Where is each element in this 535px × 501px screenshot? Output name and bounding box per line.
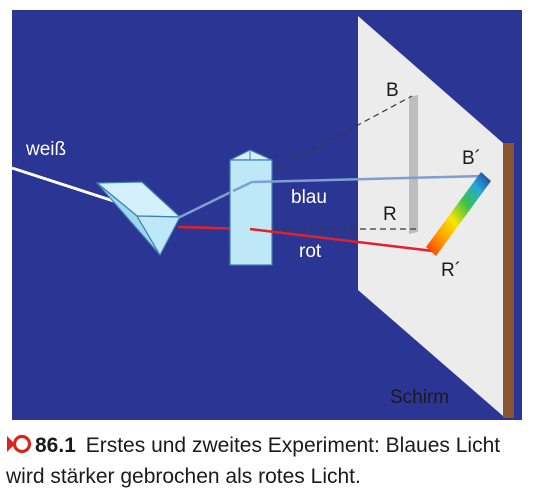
blue-ray-segment-1	[177, 189, 234, 220]
label-r: R	[383, 204, 397, 225]
rainbow-spectrum	[426, 172, 491, 256]
gray-spectrum-bar	[409, 95, 418, 234]
refraction-diagram: weiß blau rot B R B´ R´ Schirm	[11, 10, 522, 420]
screen-edge	[503, 143, 514, 418]
label-b-prime: B´	[462, 148, 481, 169]
screen	[358, 16, 503, 416]
label-b: B	[386, 80, 399, 101]
blue-ray-segment-2	[251, 174, 485, 184]
figure-caption: 86.1 Erstes und zweites Experiment: Blau…	[6, 432, 531, 491]
label-rot: rot	[299, 241, 322, 262]
label-weiss: weiß	[25, 139, 66, 160]
red-ray-segment-2	[249, 227, 434, 253]
label-blau: blau	[291, 187, 327, 208]
blue-ray-inside	[232, 180, 253, 193]
label-schirm: Schirm	[390, 387, 449, 408]
first-prism	[95, 181, 182, 257]
second-prism	[229, 149, 273, 266]
label-r-prime: R´	[441, 260, 461, 281]
caption-text: Erstes und zweites Experiment: Blaues Li…	[6, 434, 501, 488]
caption-number: 86.1	[35, 434, 76, 457]
dashed-line-blue	[249, 95, 413, 184]
reference-arrow-icon	[6, 433, 32, 463]
